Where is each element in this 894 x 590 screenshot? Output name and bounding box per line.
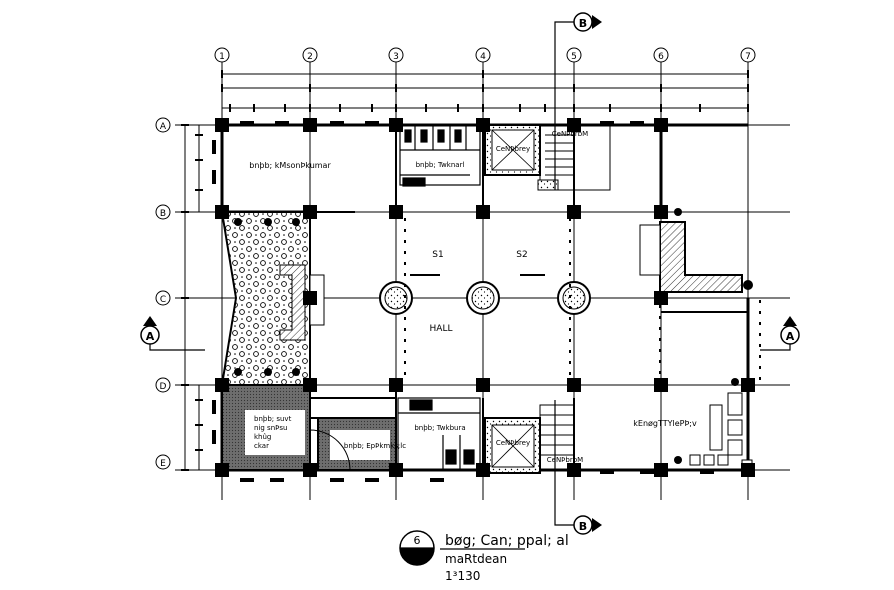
room-label-toilet-bottom: bnþb; Twkbura [414, 424, 465, 432]
toilet-block-bottom [397, 397, 481, 471]
grid-bubbles-columns: 1 2 3 4 5 6 7 [214, 47, 756, 63]
interior-partitions [310, 125, 749, 470]
section-line-b [554, 21, 575, 526]
section-marker-b-top: B [573, 12, 602, 32]
grid-label-3: 3 [393, 52, 399, 62]
room-label-bottom-left-3: khûg [254, 433, 271, 441]
grid-label-d: D [160, 382, 167, 392]
room-label-hall: HALL [430, 324, 453, 334]
room-labels: bnþb; kMsonÞkumar bnþb; Twknarl CeNÞbrey… [249, 130, 697, 464]
section-marker-b-bottom: B [573, 515, 602, 535]
plant-symbols [234, 208, 753, 464]
bottom-middle-room [309, 417, 397, 471]
drawing-scale: 1³130 [445, 569, 480, 583]
room-label-stair-top: CeNÞbrbM [552, 130, 588, 138]
right-planter [639, 221, 743, 293]
grid-label-4: 4 [480, 52, 486, 62]
grid-label-1: 1 [219, 52, 225, 62]
section-marker-a-right: A [780, 316, 800, 345]
room-label-s2: S2 [516, 250, 527, 260]
room-label-bottom-left-1: bnþb; suvt [254, 415, 292, 423]
grid-label-e: E [160, 459, 166, 469]
room-label-kitchen: kEnøgTTYlePÞ;v [633, 419, 697, 428]
section-marker-a-left: A [140, 316, 160, 345]
dashed-wall-segments [404, 218, 761, 380]
grid-label-7: 7 [745, 52, 751, 62]
lift-shaft-bottom [484, 417, 541, 474]
kitchen-fixtures [689, 392, 753, 471]
drawing-title-line1: bøg; Can; ppal; al [445, 533, 569, 549]
room-label-lift-bottom: CeNÞbrey [496, 439, 530, 447]
bottom-left-room [221, 384, 311, 471]
room-label-bottom-left-4: ckar [254, 442, 269, 450]
grid-label-b: B [160, 209, 166, 219]
stair-bottom [539, 404, 575, 471]
grid-label-2: 2 [307, 52, 313, 62]
structural-columns [215, 118, 755, 477]
grid-label-5: 5 [571, 52, 577, 62]
grid-label-6: 6 [658, 52, 664, 62]
room-label-toilet-top: bnþb; Twknarl [416, 161, 465, 169]
room-label-bottom-left-2: nig snÞsu [254, 424, 287, 432]
toilet-block-top [399, 124, 481, 187]
grid-bubbles-rows: A B C D E [155, 117, 171, 470]
room-label-s1: S1 [432, 250, 443, 260]
room-label-top-left: bnþb; kMsonÞkumar [249, 161, 331, 170]
lift-shaft-top [484, 124, 541, 176]
top-dimension-lines [222, 73, 748, 109]
hall-round-columns [379, 281, 591, 315]
room-label-bottom-middle: bnþb; EpÞkmks;lc [344, 442, 406, 450]
drawing-title-block: 6 bøg; Can; ppal; al maRtdean 1³130 [399, 530, 569, 583]
grid-label-c: C [160, 295, 166, 305]
window-marks [212, 121, 714, 482]
top-dimension-ticks [221, 70, 749, 112]
section-label-a-left: A [146, 330, 155, 343]
drawing-title-line2: maRtdean [445, 552, 507, 566]
section-label-b-bottom: B [579, 520, 587, 533]
section-label-a-right: A [786, 330, 795, 343]
room-label-stair-bottom: CeNÞbrbM [547, 456, 583, 464]
room-label-lift-top: CeNÞbrey [496, 145, 530, 153]
section-label-b-top: B [579, 17, 587, 30]
grid-label-a: A [160, 122, 167, 132]
drawing-number: 6 [414, 534, 421, 547]
